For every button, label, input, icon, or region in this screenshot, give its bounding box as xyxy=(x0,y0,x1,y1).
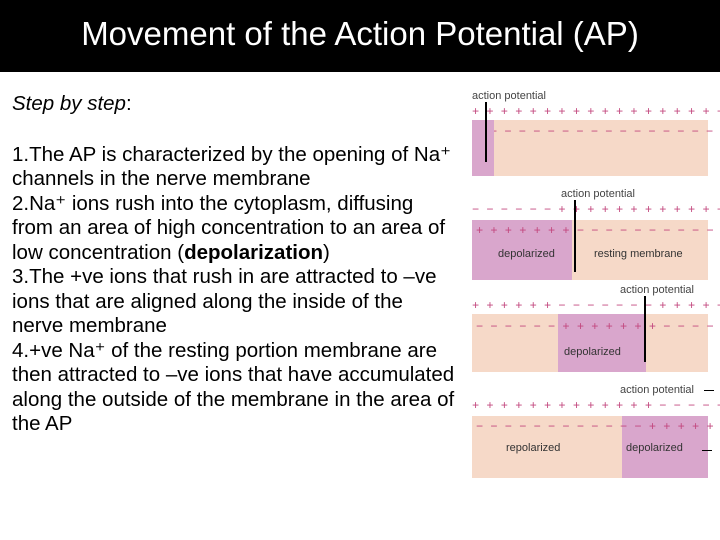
step-2-end: ) xyxy=(323,240,330,264)
step-4: 4.+ve Na⁺ of the resting portion membran… xyxy=(12,338,455,436)
membrane-4-depolarized-label: depolarized xyxy=(626,442,683,454)
step-2: 2.Na⁺ ions rush into the cytoplasm, diff… xyxy=(12,192,458,266)
membrane-4-top-charges: + + + + + + + + + + + + + − − − − − xyxy=(472,399,720,413)
membrane-1-top-charges: + + + + + + + + + + + + + + + + + + xyxy=(472,105,720,119)
membrane-diagram: action potential + + + + + + + + + + + +… xyxy=(466,84,720,484)
intro-text: Step by step xyxy=(12,92,126,115)
membrane-1-ap-zone xyxy=(472,120,494,176)
intro-line: Step by step: xyxy=(12,92,458,117)
action-potential-label-3: action potential xyxy=(620,284,694,296)
membrane-2-ap-marker xyxy=(574,200,576,272)
action-potential-label-1: action potential xyxy=(472,90,546,102)
membrane-4-depolarized-zone xyxy=(622,416,708,478)
action-potential-label-2: action potential xyxy=(561,188,635,200)
step-2-text: 2.Na⁺ ions rush into the cytoplasm, diff… xyxy=(12,191,446,264)
membrane-4-repolarized-label: repolarized xyxy=(506,442,561,454)
slide-content: Step by step: 1.The AP is characterized … xyxy=(12,92,458,437)
title-bar: Movement of the Action Potential (AP) xyxy=(0,0,720,72)
membrane-1-bottom-charges: − − − − − − − − − − − − − − − − − xyxy=(490,125,720,139)
step-2-bold: depolarization xyxy=(184,240,324,264)
step-1: 1.The AP is characterized by the opening… xyxy=(12,142,451,191)
membrane-4-bottom-tick xyxy=(702,450,712,451)
membrane-3-ap-marker xyxy=(644,296,646,362)
membrane-2-depolarized-label: depolarized xyxy=(498,248,555,260)
membrane-2-bottom-charges: + + + + + + + − − − − − − − − − − − xyxy=(476,224,720,238)
membrane-3-depolarized-label: depolarized xyxy=(564,346,621,358)
intro-colon: : xyxy=(125,92,132,115)
membrane-3-depolarized-zone xyxy=(558,314,646,372)
membrane-4-top-tick xyxy=(704,390,714,391)
membrane-3-bottom-charges: − − − − − − + + + + + + + − − − − − xyxy=(476,320,720,334)
membrane-3-top-charges: + + + + + + − − − − − − − + + + + + + xyxy=(472,299,720,313)
action-potential-label-4: action potential xyxy=(620,384,694,396)
membrane-1-band xyxy=(472,120,708,176)
membrane-4-bottom-charges: − − − − − − − − − − − − + + + + + + xyxy=(476,420,720,434)
slide-title: Movement of the Action Potential (AP) xyxy=(81,15,639,52)
membrane-1-ap-marker xyxy=(485,102,487,162)
step-3: 3.The +ve ions that rush in are attracte… xyxy=(12,265,437,337)
membrane-2-top-charges: − − − − − − + + + + + + + + + + + + + + xyxy=(472,203,720,217)
membrane-2-resting-label: resting membrane xyxy=(594,248,683,260)
membrane-2-depolarized-zone xyxy=(472,220,572,280)
